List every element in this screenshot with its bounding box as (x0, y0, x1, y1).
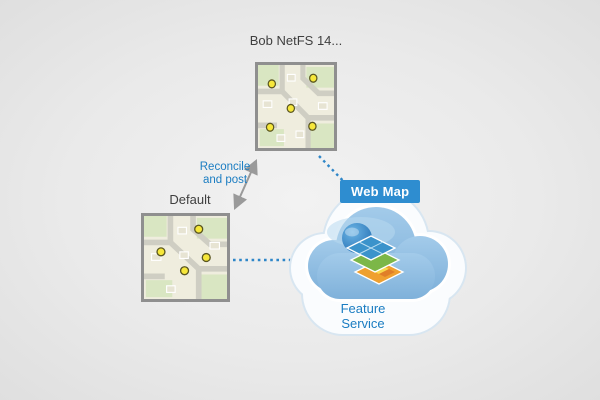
default-map-thumbnail (141, 213, 230, 302)
map-graphic (144, 216, 227, 299)
web-map-badge: Web Map (340, 180, 421, 203)
layer-top-blue (345, 235, 397, 261)
feature-service-label: Feature Service (340, 301, 386, 331)
feature-service-cloud-icon (289, 190, 467, 336)
version-map-label: Bob NetFS 14... (249, 33, 343, 48)
reconcile-post-label: Reconcile and post (199, 161, 251, 186)
feature-layers-icon (342, 223, 405, 285)
map-point-markers (156, 224, 211, 276)
globe-highlight (345, 227, 359, 237)
reconcile-arrow-icon (233, 158, 258, 211)
map-buildings (150, 226, 221, 293)
map-green-areas (144, 216, 227, 299)
map-buildings (262, 73, 328, 142)
map-graphic (258, 65, 334, 148)
default-map-label: Default (169, 192, 211, 207)
version-map-thumbnail (255, 62, 337, 151)
map-point-markers (265, 73, 318, 132)
